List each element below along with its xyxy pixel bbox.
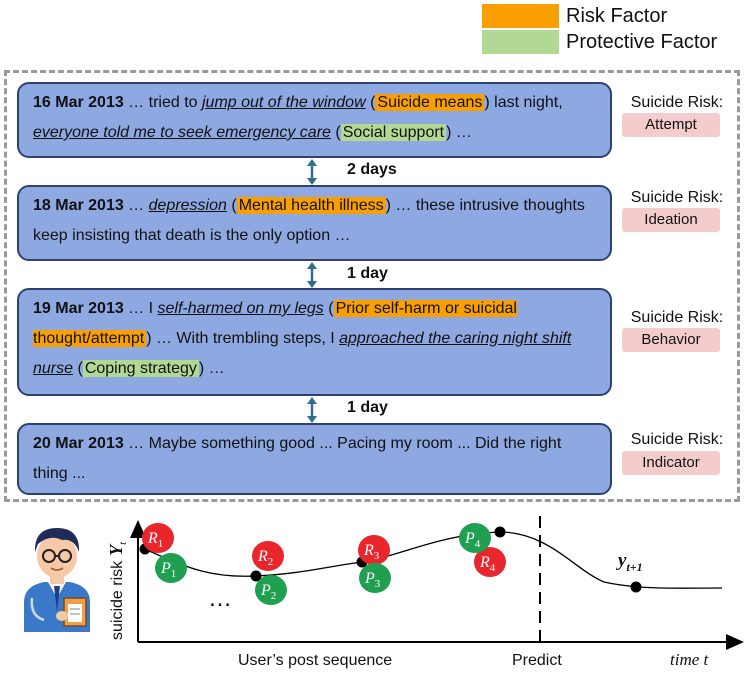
risk-node-3: R3 (358, 535, 390, 565)
time-axis-label: time t (670, 650, 709, 669)
svg-text:P4: P4 (464, 530, 481, 550)
risk-node-4: R4 (474, 547, 506, 577)
risk-title-1: Suicide Risk: (630, 94, 724, 111)
post-sequence-frame (4, 70, 740, 502)
post-date: 16 Mar 2013 (33, 94, 124, 111)
evidence-span: self-harmed on my legs (157, 300, 324, 317)
risk-title-4: Suicide Risk: (630, 431, 724, 448)
double-arrow-icon (307, 397, 317, 423)
double-arrow-icon (307, 262, 317, 288)
post-card-3: 19 Mar 2013 … I self-harmed on my legs (… (17, 288, 612, 396)
gap-label-3: 1 day (347, 399, 388, 416)
predict-label: Predict (512, 652, 562, 669)
double-arrow-icon (307, 159, 317, 185)
evidence-span: depression (148, 197, 227, 214)
risk-badge-4: Indicator (622, 451, 720, 475)
post-date: 20 Mar 2013 (33, 435, 124, 452)
post-card-4: 20 Mar 2013 … Maybe something good ... P… (17, 423, 612, 495)
gap-label-2: 1 day (347, 265, 388, 282)
legend-risk-swatch (482, 4, 559, 28)
protective-factor-tag: Coping strategy (82, 360, 199, 377)
post-text: ) … (446, 124, 472, 141)
post-date: 19 Mar 2013 (33, 300, 124, 317)
evidence-span: everyone told me to seek emergency care (33, 124, 331, 141)
post-text: ) last night, (484, 94, 563, 111)
post-text: … I (123, 300, 158, 317)
post-point-2 (250, 570, 262, 582)
risk-badge-2: Ideation (622, 208, 720, 232)
risk-factor-tag: Mental health illness (236, 197, 386, 214)
legend-risk-label: Risk Factor (566, 5, 668, 27)
svg-text:P1: P1 (160, 560, 176, 580)
post-card-2: 18 Mar 2013 … depression (Mental health … (17, 185, 612, 261)
legend-protective-swatch (482, 30, 559, 54)
protective-node-1: P1 (155, 553, 187, 583)
evidence-span: jump out of the window (201, 94, 366, 111)
post-text: ( (365, 94, 376, 111)
post-text: ) … these intrusive thoughts keep insist… (33, 197, 585, 244)
y-axis-label: suicide riskYt (106, 541, 129, 640)
risk-factor-tag: Suicide means (375, 94, 485, 111)
gap-label-1: 2 days (347, 161, 397, 178)
svg-text:R2: R2 (257, 548, 273, 568)
risk-node-2: R2 (252, 541, 284, 571)
post-text: ) … (198, 360, 225, 377)
risk-badge-3: Behavior (622, 328, 720, 352)
post-text: ) … With trembling steps, I (146, 330, 340, 347)
protective-node-3: P3 (359, 563, 391, 593)
risk-curve (144, 531, 723, 589)
prediction-point (630, 581, 642, 593)
risk-badge-1: Attempt (622, 113, 720, 137)
x-axis-label: User’s post sequence (238, 652, 393, 669)
post-date: 18 Mar 2013 (33, 197, 124, 214)
ellipsis-text: … (208, 585, 232, 612)
risk-node-1: R1 (142, 523, 174, 553)
svg-text:P2: P2 (260, 582, 276, 602)
post-text: ( (330, 124, 341, 141)
protective-factor-tag: Social support (340, 124, 447, 141)
evidence-span: approached the caring night shift nurse (33, 330, 572, 377)
protective-node-4: P4 (459, 523, 491, 553)
svg-text:R3: R3 (363, 542, 380, 562)
post-text: ( (226, 197, 237, 214)
post-text: … Maybe something good ... Pacing my roo… (33, 435, 562, 482)
prediction-symbol: yt+1 (616, 550, 643, 574)
svg-text:R4: R4 (479, 554, 496, 574)
post-text: ( (323, 300, 334, 317)
post-text: … (123, 197, 149, 214)
legend-protective-label: Protective Factor (566, 31, 718, 53)
risk-title-3: Suicide Risk: (630, 309, 724, 326)
post-text: ( (73, 360, 83, 377)
post-card-1: 16 Mar 2013 … tried to jump out of the w… (17, 82, 612, 158)
doctor-icon (24, 528, 90, 632)
protective-node-2: P2 (255, 575, 287, 605)
post-point-4 (494, 526, 506, 538)
svg-text:P3: P3 (364, 570, 381, 590)
post-text: … tried to (123, 94, 202, 111)
risk-title-2: Suicide Risk: (630, 189, 724, 206)
svg-text:R1: R1 (147, 530, 163, 550)
